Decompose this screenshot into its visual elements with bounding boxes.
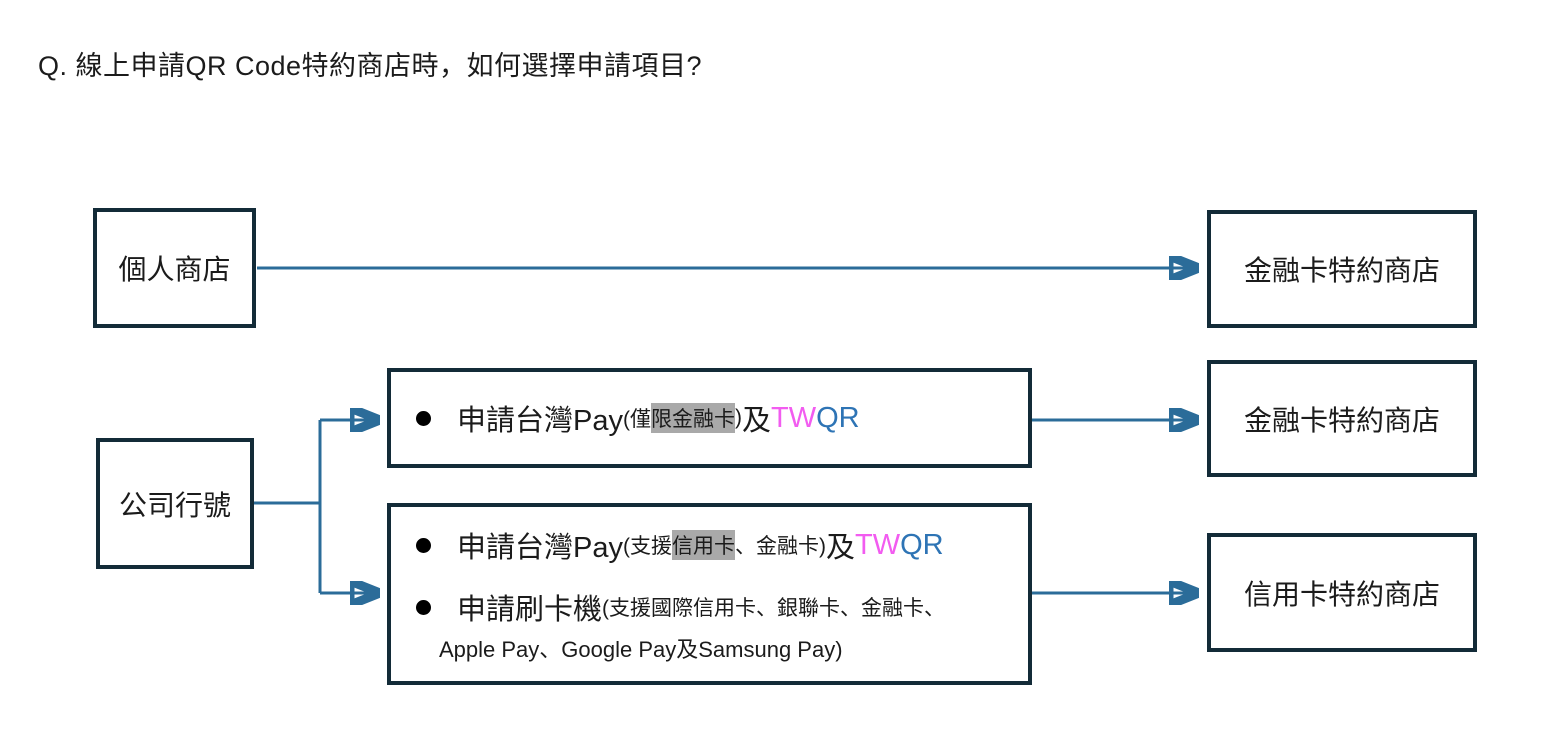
option2-line1-tw-text: TW — [855, 528, 901, 561]
option1-qr-text: QR — [816, 401, 860, 434]
option1-line: 申請台灣Pay (僅 限金融卡 ) 及 TW QR — [391, 397, 860, 439]
option1-paren-open: (僅 — [622, 408, 651, 431]
option2-line1-highlighted-text: 信用卡 — [671, 530, 735, 560]
option1-main-text: 申請台灣Pay — [457, 405, 623, 437]
option2-line1-paren-open: (支援 — [622, 535, 672, 558]
node-personal-store: 個人商店 — [93, 208, 256, 328]
node-debit-merchant-1: 金融卡特約商店 — [1207, 210, 1477, 328]
node-company-label: 公司行號 — [118, 489, 231, 521]
option2-line2-main-text: 申請刷卡機 — [457, 594, 603, 626]
option2-line2-detail-text: (支援國際信用卡、銀聯卡、金融卡、 — [602, 597, 946, 620]
page-title: Q. 線上申請QR Code特約商店時，如何選擇申請項目? — [38, 51, 703, 81]
node-debit-merchant-1-label: 金融卡特約商店 — [1243, 255, 1440, 286]
option2-line1: 申請台灣Pay (支援 信用卡 、金融卡) 及 TW QR — [391, 524, 1028, 566]
option1-conjunction: 及 — [741, 405, 771, 437]
option1-paren-close: ) — [734, 406, 742, 429]
option-box-taiwanpay-debit: 申請台灣Pay (僅 限金融卡 ) 及 TW QR — [387, 368, 1032, 468]
bullet-icon — [416, 599, 431, 615]
option2-line1-qr-text: QR — [900, 528, 944, 561]
option2-line2: 申請刷卡機 (支援國際信用卡、銀聯卡、金融卡、 — [391, 586, 1028, 628]
option2-line1-conjunction: 及 — [825, 532, 855, 564]
option1-highlighted-text: 限金融卡 — [650, 403, 735, 433]
node-debit-merchant-2-label: 金融卡特約商店 — [1243, 404, 1440, 436]
node-company: 公司行號 — [96, 438, 254, 569]
bullet-icon — [416, 410, 431, 426]
node-credit-merchant: 信用卡特約商店 — [1207, 533, 1477, 652]
option2-line3-continuation-text: Apple Pay、Google Pay及Samsung Pay) — [439, 637, 843, 662]
node-debit-merchant-2: 金融卡特約商店 — [1207, 360, 1477, 477]
option-box-taiwanpay-credit: 申請台灣Pay (支援 信用卡 、金融卡) 及 TW QR 申請刷卡機 (支援國… — [387, 503, 1032, 685]
option2-line1-paren-close: 、金融卡) — [734, 535, 826, 558]
bullet-icon — [416, 537, 431, 553]
option1-tw-text: TW — [771, 401, 817, 434]
node-personal-store-label: 個人商店 — [118, 254, 231, 285]
node-credit-merchant-label: 信用卡特約商店 — [1243, 578, 1440, 610]
option2-line1-main-text: 申請台灣Pay — [457, 532, 623, 564]
